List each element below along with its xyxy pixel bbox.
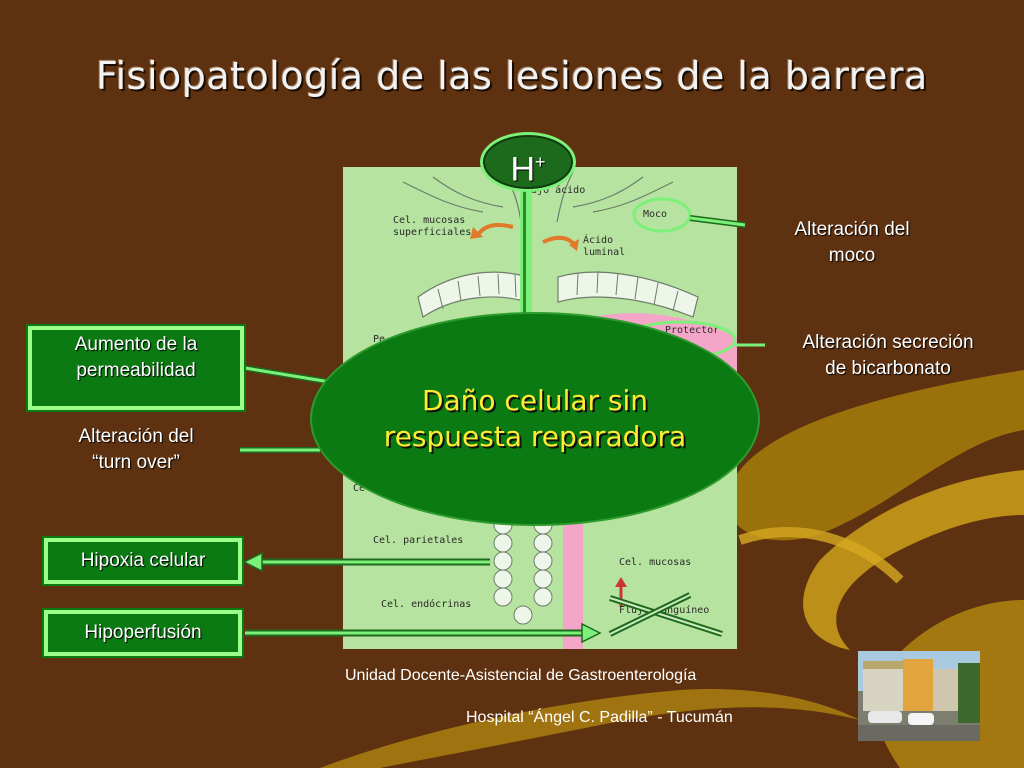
hospital-building-image bbox=[858, 651, 980, 741]
permeabilidad-box: Aumento de la permeabilidad bbox=[26, 324, 246, 412]
label-cel-parietales: Cel. parietales bbox=[373, 535, 464, 546]
moco-label: Alteración del moco bbox=[794, 219, 910, 266]
moco-highlight-ring bbox=[632, 197, 692, 233]
label-cel-endocrinas: Cel. endócrinas bbox=[381, 599, 472, 610]
label-cel-mucosas-superficiales: Cel. mucosas superficiales bbox=[393, 215, 472, 238]
turn-over-label: Alteración del “turn over” bbox=[78, 426, 194, 473]
hospital-photo bbox=[858, 651, 980, 741]
label-protector: Protector bbox=[665, 325, 720, 336]
hipoxia-arrowhead bbox=[242, 551, 263, 573]
label-flujo-acido: Flujo ácido bbox=[519, 185, 586, 196]
hipoxia-box: Hipoxia celular bbox=[42, 536, 244, 586]
label-fragment-ce: Ce bbox=[353, 483, 366, 494]
bicarbonato-label: Alteración secreción de bicarbonato bbox=[802, 332, 974, 379]
slide-title: Fisiopatología de las lesiones de la bar… bbox=[96, 54, 928, 98]
h-plus-superscript: + bbox=[535, 152, 546, 172]
cell-damage-ellipse: Daño celular sin respuesta reparadora bbox=[310, 312, 760, 526]
h-plus-base: H bbox=[510, 150, 536, 189]
label-cel-mucosas: Cel. mucosas bbox=[619, 557, 692, 568]
cell-damage-text: Daño celular sin respuesta reparadora bbox=[383, 384, 687, 453]
footer-unit: Unidad Docente-Asistencial de Gastroente… bbox=[345, 667, 697, 684]
label-moco: Moco bbox=[643, 209, 668, 220]
label-fragment-pe: Pe bbox=[373, 334, 386, 345]
h-plus-badge: H+ bbox=[480, 132, 576, 192]
footer-hospital: Hospital “Ángel C. Padilla” - Tucumán bbox=[466, 709, 733, 726]
label-acido-luminal: Ácido luminal bbox=[583, 235, 626, 258]
hipoperfusion-box: Hipoperfusión bbox=[42, 608, 244, 658]
hipoperfusion-arrowhead bbox=[581, 622, 602, 644]
